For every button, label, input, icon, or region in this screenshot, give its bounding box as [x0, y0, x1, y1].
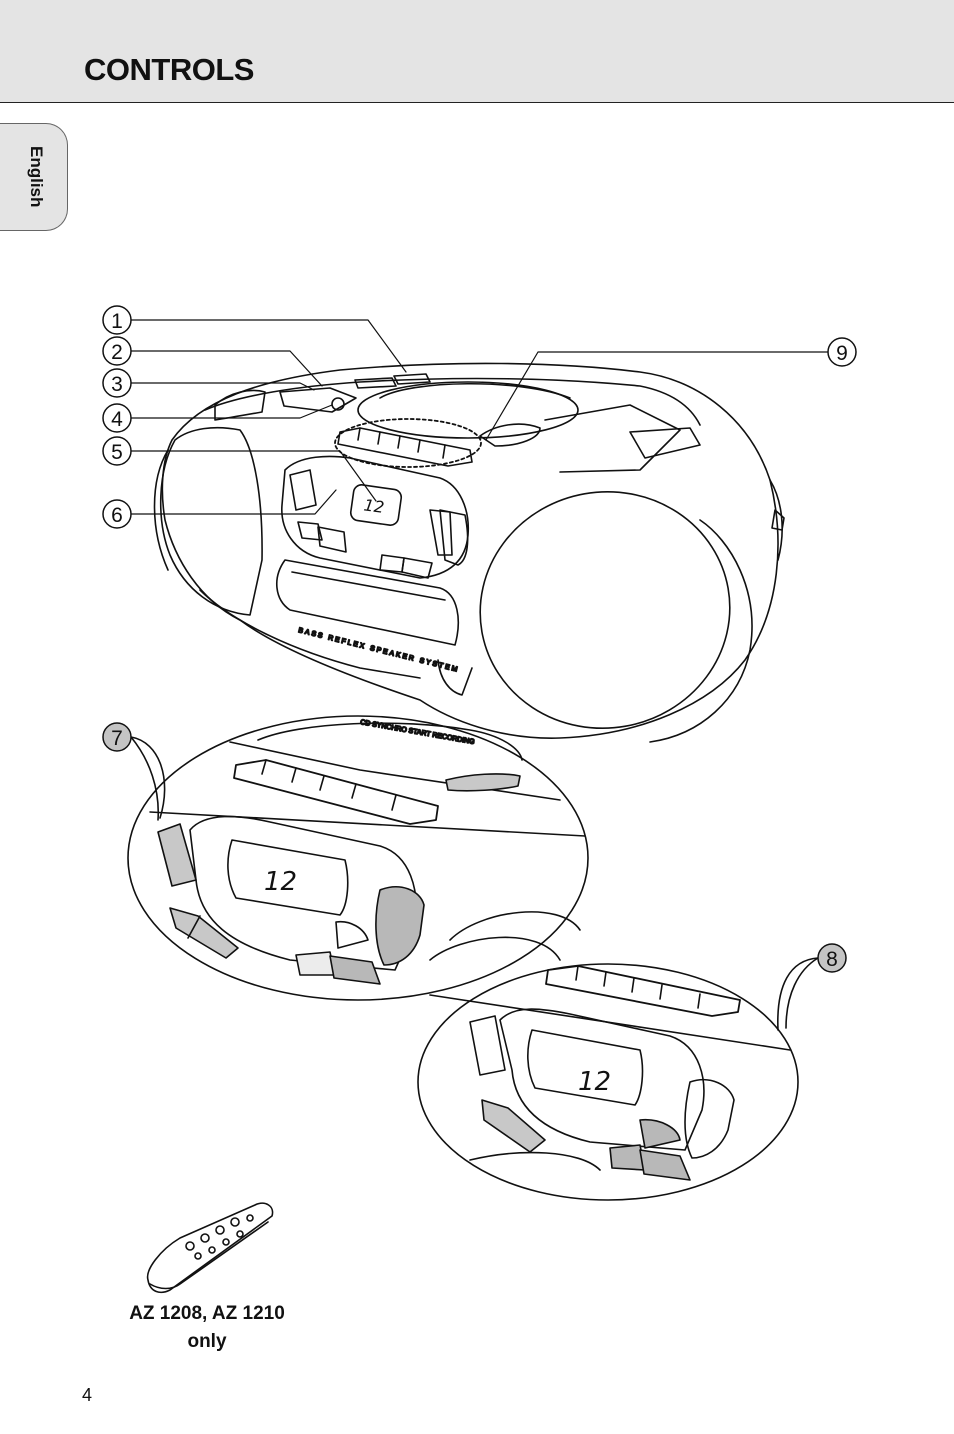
callout-5: 5 — [102, 436, 132, 466]
svg-text:8: 8 — [826, 948, 838, 971]
callout-3: 3 — [102, 368, 132, 398]
svg-text:2: 2 — [111, 341, 123, 364]
svg-text:4: 4 — [111, 408, 123, 431]
remote-control-drawing — [146, 1202, 274, 1294]
callout-2: 2 — [102, 336, 132, 366]
svg-text:5: 5 — [111, 441, 123, 464]
svg-text:3: 3 — [111, 373, 123, 396]
cd-button-strip — [337, 427, 473, 467]
svg-text:7: 7 — [111, 727, 123, 750]
callout-9: 9 — [827, 337, 857, 367]
zoom7-display-value: 12 — [264, 867, 297, 897]
remote-caption-models: AZ 1208, AZ 1210 — [129, 1303, 285, 1324]
page-header: CONTROLS — [0, 0, 954, 103]
callout-4: 4 — [102, 403, 132, 433]
main-display-value: 12 — [363, 495, 386, 517]
language-tab: English — [0, 123, 68, 231]
page-title: CONTROLS — [84, 52, 254, 87]
callout-markers: 1 2 3 4 5 6 7 8 — [102, 305, 857, 973]
speaker-system-label: BASS REFLEX SPEAKER SYSTEM — [298, 627, 460, 674]
callout-1: 1 — [102, 305, 132, 335]
svg-text:6: 6 — [111, 504, 123, 527]
boombox-drawing: BASS REFLEX SPEAKER SYSTEM 12 — [153, 362, 785, 743]
callout-7: 7 — [102, 722, 132, 752]
remote-caption-only: only — [187, 1331, 227, 1352]
svg-text:1: 1 — [111, 310, 123, 333]
remote-caption: AZ 1208, AZ 1210 only — [106, 1300, 308, 1356]
callout-8: 8 — [817, 943, 847, 973]
lid-synchro-label: CD SYNCHRO START RECORDING — [360, 719, 475, 746]
callout-6: 6 — [102, 499, 132, 529]
zoom8-display-value: 12 — [578, 1067, 611, 1097]
cd-buttons-highlight — [334, 418, 482, 468]
language-tab-label: English — [27, 146, 46, 208]
page-number: 4 — [82, 1385, 93, 1405]
svg-text:9: 9 — [836, 342, 848, 365]
callout-leaders — [130, 319, 829, 515]
zoom-view-8: 12 — [417, 957, 819, 1201]
zoom-view-7: CD SYNCHRO START RECORDING 12 — [127, 715, 589, 1001]
